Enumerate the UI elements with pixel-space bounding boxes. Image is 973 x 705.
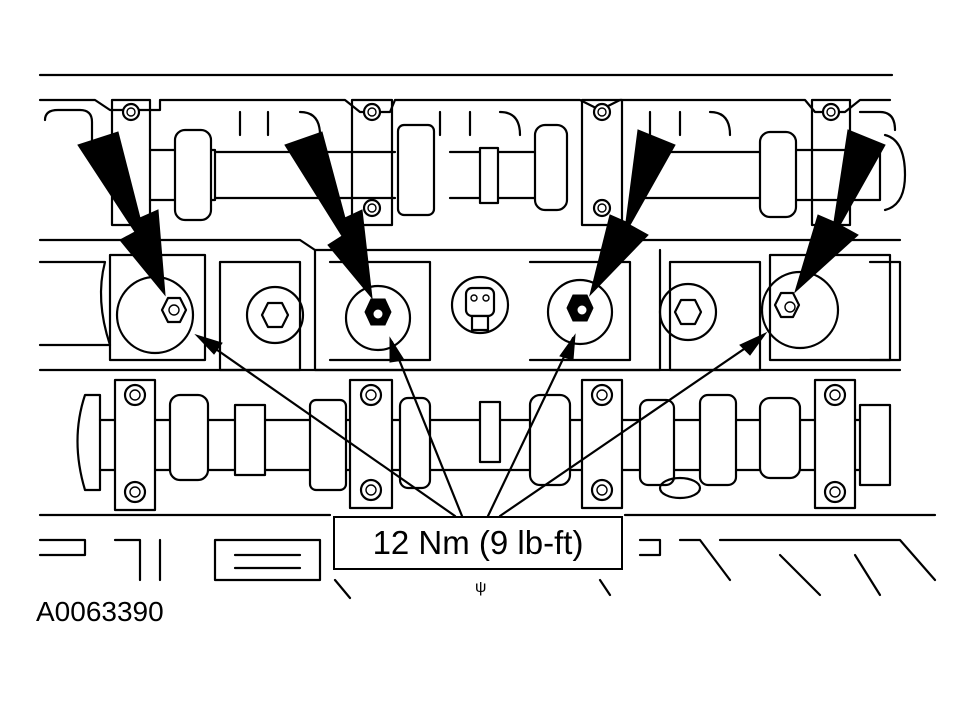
leader-line-3 xyxy=(486,336,575,518)
arrow-nut-1 xyxy=(77,131,166,297)
hex-plugs xyxy=(245,282,718,345)
small-mark-text: ψ xyxy=(475,579,486,596)
injector-nut-1 xyxy=(160,296,188,324)
arrow-nut-2 xyxy=(284,131,373,300)
injector-nut-4 xyxy=(773,291,801,319)
injector-nuts xyxy=(160,291,801,326)
leader-line-2 xyxy=(390,340,464,518)
lower-casting xyxy=(38,513,937,600)
leader-line-4 xyxy=(498,334,765,518)
injector-nut-3 xyxy=(566,294,594,322)
leader-head-1 xyxy=(194,333,223,355)
spark-plug-wells xyxy=(108,253,892,362)
injector-nut-2 xyxy=(364,298,392,326)
torque-callout-label: 12 Nm (9 lb-ft) xyxy=(333,516,623,570)
indicator-arrows xyxy=(77,129,886,300)
arrow-nut-3 xyxy=(589,129,676,297)
callout-leaders xyxy=(194,331,768,518)
leader-head-3 xyxy=(559,333,576,361)
arrow-nut-4 xyxy=(794,129,886,294)
leader-head-4 xyxy=(739,331,768,356)
figure-id-text: A0063390 xyxy=(36,596,164,627)
lower-camshaft xyxy=(76,393,892,492)
sensor xyxy=(450,275,510,335)
upper-camshaft xyxy=(148,123,907,222)
leader-head-2 xyxy=(389,336,405,363)
lower-bearing-caps xyxy=(113,378,857,512)
leader-line-1 xyxy=(198,336,457,518)
